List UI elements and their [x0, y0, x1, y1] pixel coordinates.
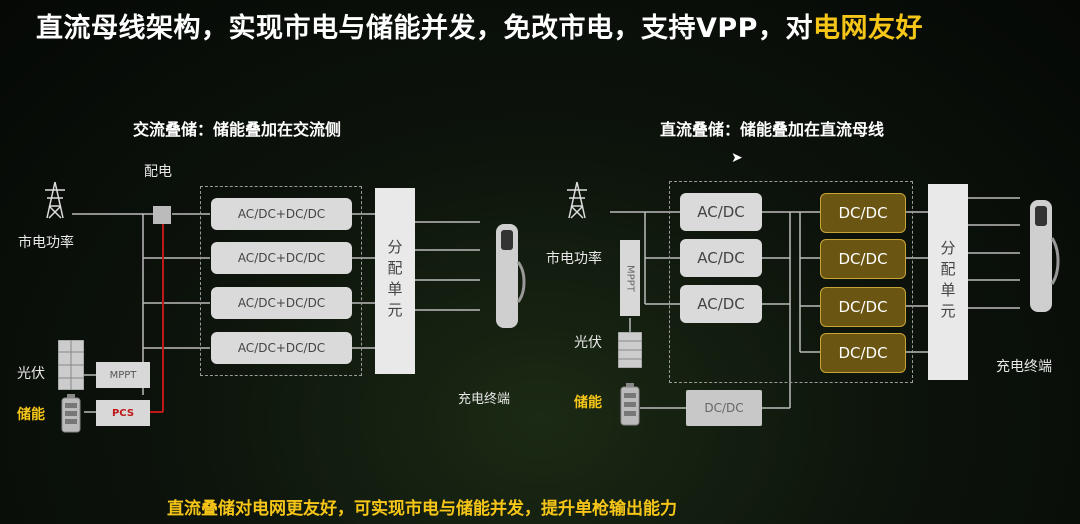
left-module-1: AC/DC+DC/DC: [211, 198, 352, 230]
left-grid-label: 市电功率: [18, 235, 74, 251]
right-module-group: [669, 181, 913, 383]
right-dcdc-2: DC/DC: [820, 239, 906, 279]
slide-title: 直流母线架构，实现市电与储能并发，免改市电，支持VPP，对电网友好: [36, 6, 923, 45]
right-distribution-unit: 分配单元: [928, 184, 968, 380]
battery-icon: [620, 383, 640, 426]
title-main: 直流母线架构，实现市电与储能并发，免改市电，支持VPP，对: [36, 13, 813, 44]
right-acdc-2: AC/DC: [680, 239, 762, 277]
right-grid-label: 市电功率: [546, 251, 602, 267]
left-module-2: AC/DC+DC/DC: [211, 242, 352, 274]
left-mppt-box: MPPT: [96, 362, 150, 388]
charger-icon: [1030, 200, 1060, 312]
right-dcdc-3: DC/DC: [820, 287, 906, 327]
left-storage-label: 储能: [17, 407, 45, 423]
right-acdc-1: AC/DC: [680, 193, 762, 231]
pcs-box: PCS: [96, 400, 150, 426]
left-subtitle: 交流叠储：储能叠加在交流侧: [133, 120, 342, 139]
power-pylon-icon: [567, 181, 587, 219]
left-module-group: [200, 186, 362, 376]
right-dcdc-4: DC/DC: [820, 333, 906, 373]
right-dcdc-1: DC/DC: [820, 193, 906, 233]
right-acdc-3: AC/DC: [680, 285, 762, 323]
left-distribution-label: 配电: [144, 164, 172, 180]
left-charger-label: 充电终端: [458, 392, 511, 407]
right-charger-label: 充电终端: [996, 359, 1052, 375]
right-storage-label: 储能: [574, 395, 602, 411]
solar-panel-icon: [58, 340, 84, 390]
left-pv-label: 光伏: [17, 366, 45, 382]
right-storage-dcdc: DC/DC: [686, 390, 762, 426]
left-distribution-unit: 分配单元: [375, 188, 415, 374]
solar-panel-icon: [618, 332, 642, 368]
right-mppt-box: MPPT: [620, 240, 640, 316]
left-module-4: AC/DC+DC/DC: [211, 332, 352, 364]
title-highlight: 电网友好: [812, 13, 923, 44]
right-pv-label: 光伏: [574, 335, 602, 351]
cursor-icon: ➤: [731, 150, 743, 166]
charger-icon: [496, 224, 526, 328]
right-subtitle: 直流叠储：储能叠加在直流母线: [660, 120, 885, 139]
distribution-node: [153, 206, 171, 224]
bottom-caption: 直流叠储对电网更友好，可实现市电与储能并发，提升单枪输出能力: [167, 499, 677, 519]
battery-icon: [61, 394, 81, 433]
left-module-3: AC/DC+DC/DC: [211, 287, 352, 319]
power-pylon-icon: [45, 181, 65, 219]
